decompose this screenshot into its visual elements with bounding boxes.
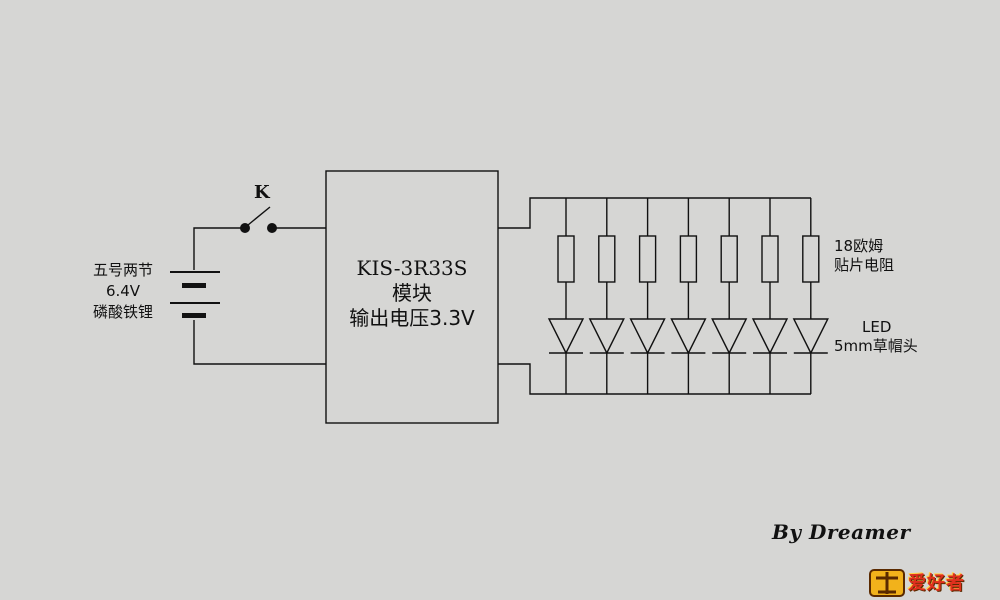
led-label: LED 5mm草帽头 xyxy=(834,318,924,356)
resistor-symbol xyxy=(720,235,738,283)
wire-output-bottom xyxy=(498,363,811,395)
wire-battery-bottom xyxy=(193,320,326,365)
resistor-label-line: 贴片电阻 xyxy=(834,256,895,274)
site-logo-text: 爱好者 xyxy=(908,573,965,594)
module-label-line: KIS-3R33S xyxy=(356,256,468,280)
resistor-symbol xyxy=(557,235,575,283)
led-symbol xyxy=(751,318,789,355)
resistor-symbol xyxy=(761,235,779,283)
wire-output-top xyxy=(498,197,811,229)
led-label-line: LED xyxy=(862,318,892,336)
battery-label-line: 五号两节 xyxy=(92,261,153,279)
led-symbol xyxy=(670,318,707,355)
led-symbol xyxy=(792,318,829,355)
led-label-line: 5mm草帽头 xyxy=(834,337,918,355)
resistor-label-line: 18欧姆 xyxy=(834,237,884,255)
battery-label-line: 6.4V xyxy=(105,282,141,300)
resistor-symbol xyxy=(679,235,698,283)
author-credit: By Dreamer xyxy=(772,520,911,544)
switch-symbol xyxy=(240,206,277,233)
battery-symbol xyxy=(170,271,220,318)
module-label-line: 模块 xyxy=(392,281,432,305)
site-logo xyxy=(869,569,905,597)
resistor-symbol xyxy=(638,235,657,283)
switch-label: K xyxy=(254,182,270,203)
battery-label-line: 磷酸铁锂 xyxy=(92,303,153,321)
resistor-symbol xyxy=(598,235,616,283)
battery-label: 五号两节 6.4V 磷酸铁锂 xyxy=(80,260,166,323)
led-symbol xyxy=(588,318,625,355)
led-symbol xyxy=(547,318,585,355)
wire-battery-top xyxy=(193,227,245,270)
module-label-line: 输出电压3.3V xyxy=(349,306,475,330)
led-symbol xyxy=(711,318,748,355)
resistor-symbol xyxy=(802,235,820,283)
module-label: KIS-3R33S 模块 输出电压3.3V xyxy=(326,256,498,331)
resistor-label: 18欧姆 贴片电阻 xyxy=(834,237,914,275)
led-symbol xyxy=(629,318,666,355)
module-box xyxy=(325,170,499,424)
